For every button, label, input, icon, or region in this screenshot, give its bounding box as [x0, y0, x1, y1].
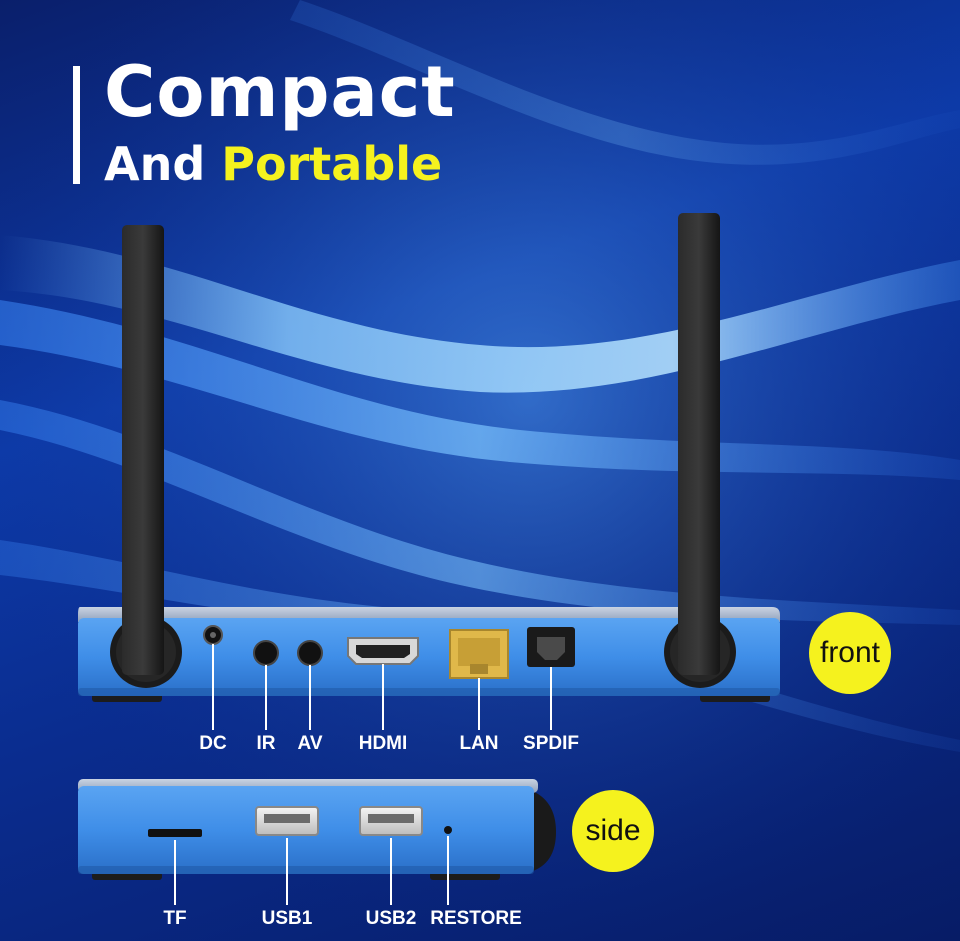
- left-antenna: [122, 225, 164, 675]
- port-label-spdif: SPDIF: [523, 733, 579, 754]
- port-label-tf: TF: [163, 908, 187, 929]
- tf-slot: [148, 829, 202, 837]
- ir-port: [253, 640, 279, 666]
- front-panel: [78, 618, 780, 696]
- subtitle-white-word: And: [104, 137, 206, 191]
- port-label-usb2: USB2: [365, 908, 417, 929]
- port-label-dc: DC: [199, 733, 227, 754]
- port-label-usb1: USB1: [261, 908, 313, 929]
- side-leader-lines: [174, 836, 449, 905]
- page-subtitle: And Portable: [104, 137, 442, 192]
- front-leader-lines: [212, 644, 552, 730]
- front-view-device: [78, 213, 780, 730]
- av-port: [297, 640, 323, 666]
- front-view-badge: front: [809, 612, 891, 694]
- port-label-ir: IR: [256, 733, 276, 754]
- port-label-hdmi: HDMI: [358, 733, 408, 754]
- side-antenna-stub: [530, 790, 556, 872]
- port-label-av: AV: [297, 733, 323, 754]
- side-view-device: [78, 779, 556, 905]
- restore-button-hole: [444, 826, 452, 834]
- port-label-restore: RESTORE: [430, 908, 522, 929]
- subtitle-yellow-word: Portable: [221, 137, 443, 191]
- port-label-lan: LAN: [459, 733, 499, 754]
- title-accent-bar: [73, 66, 80, 184]
- right-antenna: [678, 213, 720, 675]
- side-view-badge: side: [572, 790, 654, 872]
- page-title: Compact: [104, 51, 456, 133]
